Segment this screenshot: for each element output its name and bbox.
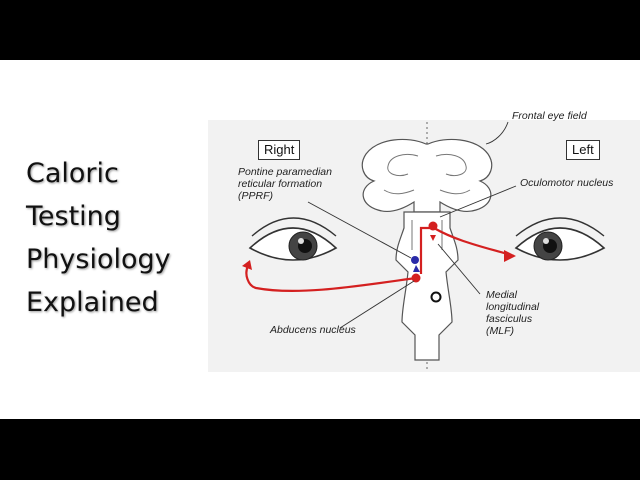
oculomotor-pathway-diagram: Right Left Frontal eye field Pontine par… bbox=[208, 60, 640, 372]
mlf-label-line-4: (MLF) bbox=[486, 325, 514, 337]
arrow-oculomotor bbox=[430, 235, 436, 241]
arrow-left-eye bbox=[504, 250, 516, 262]
cerebrum bbox=[361, 138, 493, 213]
mlf-label-line-3: fasciculus bbox=[486, 313, 533, 325]
pprf-label-line-1: Pontine paramedian bbox=[238, 166, 332, 178]
mlf-label-line-1: Medial bbox=[486, 289, 517, 301]
abducens-nucleus-dot bbox=[411, 273, 421, 283]
right-eye bbox=[248, 217, 338, 261]
mlf-path bbox=[419, 226, 431, 274]
pointer-lines bbox=[307, 121, 517, 329]
sulci bbox=[383, 153, 471, 250]
arrow-right-eye bbox=[242, 260, 252, 270]
oculomotor-nucleus-dot bbox=[428, 221, 438, 231]
title-line-3: Physiology bbox=[26, 244, 171, 275]
pprf-label-line-2: reticular formation bbox=[238, 178, 323, 190]
abducens-nucleus-label: Abducens nucleus bbox=[270, 324, 356, 336]
right-side-label: Right bbox=[258, 140, 301, 160]
slide-title: Caloric Testing Physiology Explained bbox=[26, 152, 206, 324]
left-side-label: Left bbox=[566, 140, 600, 160]
oculomotor-nucleus-label: Oculomotor nucleus bbox=[520, 177, 614, 189]
left-eye bbox=[514, 217, 606, 261]
title-line-2: Testing bbox=[26, 201, 121, 232]
title-line-4: Explained bbox=[26, 287, 159, 318]
pprf-dot bbox=[411, 256, 419, 264]
mlf-label-line-2: longitudinal bbox=[486, 301, 540, 313]
pprf-label-line-3: (PPRF) bbox=[238, 190, 273, 202]
pprf-arrow bbox=[413, 265, 420, 272]
open-circle-marker bbox=[430, 291, 442, 303]
pprf-label: Pontine paramedian reticular formation (… bbox=[238, 166, 332, 202]
abducens-to-right-eye bbox=[245, 265, 417, 293]
title-line-1: Caloric bbox=[26, 158, 119, 189]
mlf-label: Medial longitudinal fasciculus (MLF) bbox=[486, 289, 539, 337]
diagram-canvas bbox=[208, 120, 640, 372]
frontal-eye-field-label: Frontal eye field bbox=[512, 110, 587, 122]
slide: Caloric Testing Physiology Explained bbox=[0, 60, 640, 419]
